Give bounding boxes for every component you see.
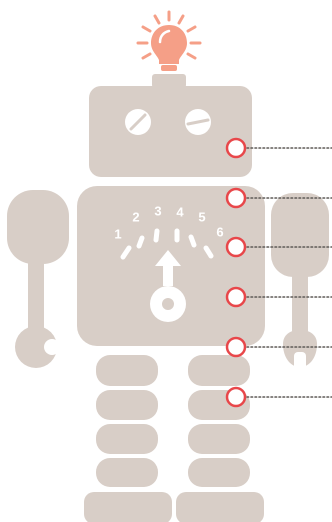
dial-label-6: 6 [216, 224, 223, 239]
marker-ring [227, 238, 245, 256]
dial-tick [191, 237, 194, 245]
dial-hub-center [162, 298, 174, 310]
dial-label-1: 1 [114, 226, 121, 241]
screw-head-icon [125, 109, 151, 135]
marker-ring [227, 189, 245, 207]
robot-head [89, 86, 252, 177]
left-foot [84, 492, 172, 522]
dial-label-5: 5 [198, 209, 205, 224]
bulb-ray [143, 27, 150, 31]
left-leg-segment [96, 458, 158, 487]
right-leg-segment [188, 458, 250, 487]
dial-tick [139, 238, 142, 246]
left-arm [7, 190, 69, 368]
bulb-ray [179, 16, 183, 23]
marker-ring [227, 338, 245, 356]
marker-ring [227, 288, 245, 306]
right-foot [176, 492, 264, 522]
right-leg [176, 355, 264, 522]
right-shoulder [271, 193, 329, 277]
marker-ring [227, 139, 245, 157]
bulb-base [161, 65, 177, 71]
right-arm [271, 193, 329, 372]
bulb-ray [155, 16, 159, 23]
robot-neck [152, 74, 186, 88]
callout-marker-1 [227, 139, 332, 157]
bulb-ray [188, 54, 195, 58]
screw-head-icon [185, 109, 211, 135]
callout-marker-4 [227, 288, 332, 306]
dial-label-2: 2 [132, 209, 139, 224]
bulb-ray [143, 54, 150, 58]
dial-label-4: 4 [176, 204, 184, 219]
dial-label-3: 3 [154, 203, 161, 218]
left-leg-segment [96, 390, 158, 420]
left-leg-segment [96, 355, 158, 386]
right-hand-notch [294, 352, 306, 372]
left-leg [84, 355, 172, 522]
left-leg-segment [96, 424, 158, 454]
bulb-ray [188, 27, 195, 31]
right-arm-shaft [292, 270, 308, 340]
dial-tick [156, 231, 157, 240]
left-hand-notch [44, 339, 60, 355]
right-leg-segment [188, 355, 250, 386]
left-shoulder [7, 190, 69, 264]
light-bulb-icon [138, 12, 200, 71]
right-leg-segment [188, 424, 250, 454]
marker-ring [227, 388, 245, 406]
callout-marker-6 [227, 388, 332, 406]
